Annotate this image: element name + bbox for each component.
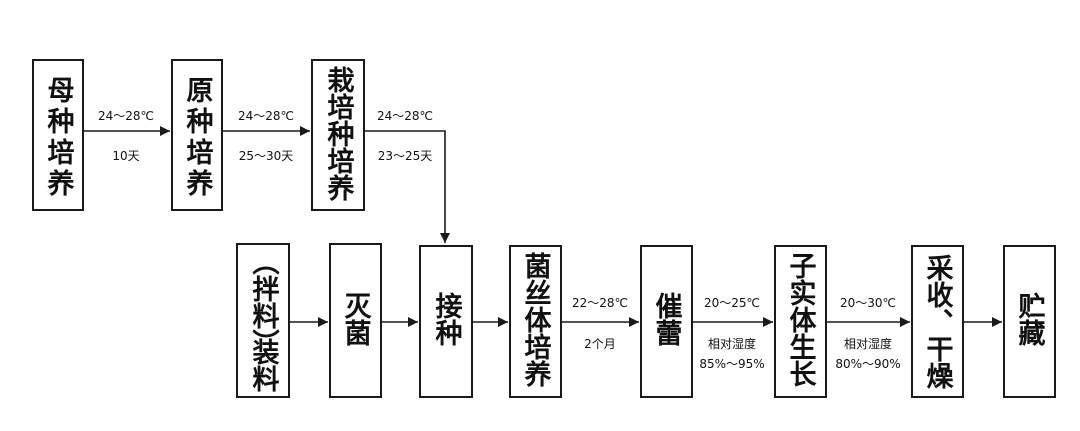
box-fruiting-body-growth-label: 子实体生长	[785, 252, 817, 387]
box-storage-label: 贮藏	[1014, 292, 1046, 347]
label-mother-days: 10天	[112, 149, 139, 163]
box-mixing-label: （拌料）	[248, 248, 280, 356]
label-original-days: 25～30天	[239, 149, 294, 163]
box-original-culture: 原种培养	[171, 59, 223, 211]
box-fruiting-body-growth: 子实体生长	[774, 245, 827, 398]
box-mycelium-culture-label: 菌丝体培养	[520, 252, 552, 388]
box-loading-label: 装料	[248, 338, 280, 392]
box-harvest-drying: 采收、干燥	[911, 245, 964, 398]
box-original-culture-label: 原种培养	[182, 76, 214, 200]
label-fruiting-humidity-title: 相对湿度	[844, 336, 892, 351]
label-mycelium-temp: 22～28℃	[572, 296, 628, 310]
box-inoculation-label: 接种	[431, 292, 463, 346]
box-sterilization: 灭菌	[329, 243, 382, 398]
label-mother-temp: 24～28℃	[98, 109, 154, 123]
label-mycelium-duration: 2个月	[584, 337, 616, 351]
box-cultivation-culture: 栽培种培养	[311, 59, 365, 211]
label-budding-humidity-title: 相对湿度	[708, 336, 756, 351]
box-sterilization-label: 灭菌	[340, 292, 372, 346]
box-budding: 催蕾	[640, 245, 693, 398]
arrow-cultivation-to-inoculate	[364, 130, 450, 243]
box-storage: 贮藏	[1003, 245, 1056, 398]
box-budding-label: 催蕾	[651, 292, 683, 346]
label-fruiting-temp: 20～30℃	[840, 296, 896, 310]
box-mixing-loading: （拌料） 装料	[236, 243, 290, 398]
label-budding-temp: 20～25℃	[704, 296, 760, 310]
box-inoculation: 接种	[419, 245, 473, 398]
label-cultivation-temp: 24～28℃	[377, 109, 433, 123]
label-cultivation-days: 23～25天	[378, 149, 433, 163]
box-mother-culture-label: 母种培养	[43, 76, 75, 200]
box-cultivation-culture-label: 栽培种培养	[323, 66, 355, 202]
box-mycelium-culture: 菌丝体培养	[509, 245, 562, 398]
label-budding-humidity-range: 85%～95%	[699, 357, 764, 371]
box-harvest-drying-label: 采收、干燥	[922, 254, 954, 390]
box-mother-culture: 母种培养	[32, 59, 84, 211]
label-original-temp: 24～28℃	[238, 109, 294, 123]
label-fruiting-humidity-range: 80%～90%	[835, 357, 900, 371]
